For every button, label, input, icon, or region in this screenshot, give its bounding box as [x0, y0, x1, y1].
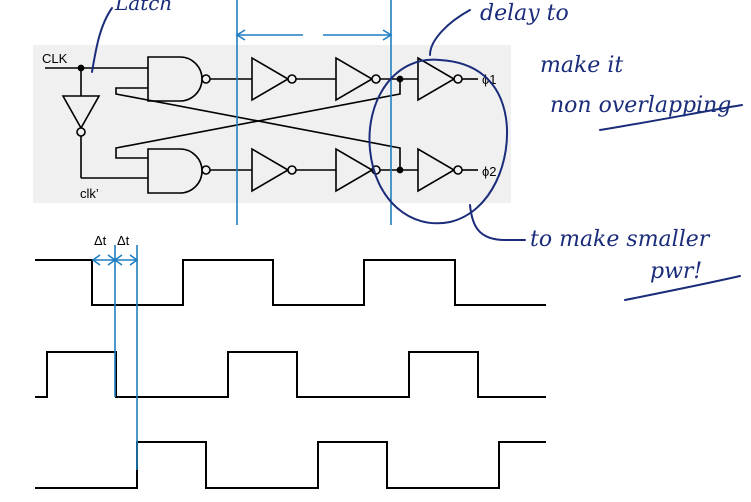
nand-gate-2	[147, 148, 203, 194]
delta-t-label-1: Δt	[94, 233, 107, 248]
delay-annotation-line1: delay to	[480, 1, 569, 26]
marker-annotations	[91, 0, 393, 470]
phi2-buffer-inverter	[417, 147, 456, 193]
nand-gate-1	[147, 56, 203, 102]
marker-arrowhead-left	[235, 29, 246, 41]
marker-arrowhead-right	[382, 29, 393, 41]
bottom-delay-inverter-2	[335, 147, 374, 193]
buffer-pointer-stroke	[469, 204, 526, 241]
phi2-waveform	[35, 441, 546, 489]
timing-diagram	[35, 259, 546, 489]
feedback-bottom-to-nand1	[115, 87, 401, 170]
phi1-buffer-bubble	[453, 74, 463, 84]
delta-t-label-2: Δt	[117, 233, 130, 248]
pwr-underline	[624, 275, 741, 301]
delta-arrowhead-d	[129, 254, 139, 266]
top-delay-inverter-1-bubble	[287, 74, 297, 84]
top-delay-inverter-2	[335, 56, 374, 102]
clkbar-label: clk’	[80, 186, 99, 201]
bottom-delay-inverter-1	[251, 147, 290, 193]
clk-inverter-bubble	[76, 127, 86, 137]
buffer-annotation-line1: to make smaller	[530, 227, 711, 252]
clk-label: CLK	[42, 51, 68, 66]
delay-pointer-stroke	[429, 9, 471, 56]
feedback-top-to-nand2	[115, 90, 401, 159]
buffer-annotation-line2: pwr!	[650, 259, 702, 284]
non-overlapping-underline	[599, 104, 743, 131]
buffer-circle-stroke	[368, 58, 508, 225]
top-delay-inverter-2-bubble	[371, 74, 381, 84]
phi2-buffer-bubble	[453, 165, 463, 175]
delta-arrowhead-c	[113, 254, 123, 266]
delta-arrowhead-a	[91, 254, 101, 266]
phi1-waveform	[35, 351, 546, 398]
latch-annotation: Latch	[114, 0, 172, 15]
latch-pointer-stroke	[91, 7, 113, 73]
non-overlapping-clock-circuit	[45, 56, 478, 194]
delay-annotation-line2: make it	[540, 53, 623, 78]
clk-waveform	[35, 259, 546, 306]
top-delay-inverter-1	[251, 56, 290, 102]
delay-annotation-line3: non overlapping	[550, 93, 731, 118]
handwritten-strokes	[91, 7, 743, 301]
phi2-label: ϕ2	[482, 164, 497, 179]
clk-inverter	[61, 95, 101, 130]
nand-gate-2-bubble	[201, 165, 211, 175]
bottom-delay-inverter-1-bubble	[287, 165, 297, 175]
phi1-buffer-inverter	[417, 56, 456, 102]
nand-gate-1-bubble	[201, 74, 211, 84]
